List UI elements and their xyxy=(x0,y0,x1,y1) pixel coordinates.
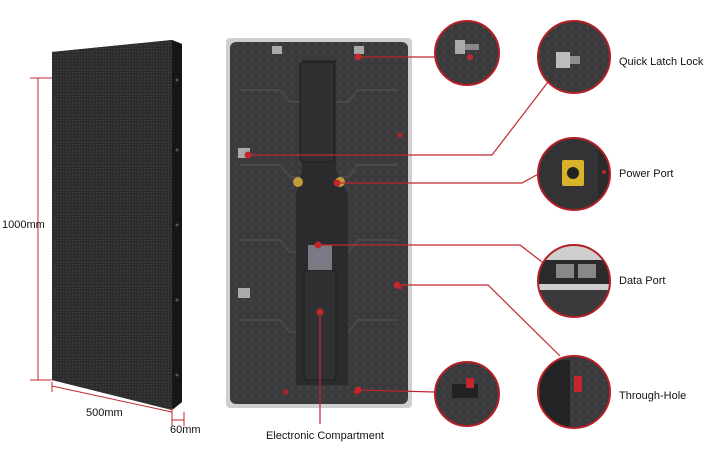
depth-dimension-label: 60mm xyxy=(170,424,201,436)
data-port-out-icon xyxy=(578,264,596,278)
detail-through-hole xyxy=(537,355,611,429)
leader-bottom-hole xyxy=(357,389,436,393)
dimension-lines xyxy=(30,77,185,426)
width-dimension-label: 500mm xyxy=(86,407,123,419)
electronic-compartment-label: Electronic Compartment xyxy=(266,430,384,442)
module-window xyxy=(308,245,332,270)
quick-latch-lock-label: Quick Latch Lock xyxy=(619,56,704,68)
through-hole-label: Through-Hole xyxy=(619,390,687,402)
latch-lock-icon xyxy=(556,52,570,68)
leader-through-hole xyxy=(397,284,561,357)
height-dimension-label: 1000mm xyxy=(2,219,45,231)
detail-power-port xyxy=(537,137,611,211)
width-dim-line xyxy=(51,385,173,413)
detail-top-latch xyxy=(434,20,500,86)
leader-power-port xyxy=(337,171,543,184)
data-port-label: Data Port xyxy=(619,275,666,287)
front-panel xyxy=(52,40,182,410)
detail-bottom-hole xyxy=(434,361,500,427)
panel-face xyxy=(52,40,172,410)
data-port-in-icon xyxy=(556,264,574,278)
detail-data-port xyxy=(537,244,611,318)
power-port-label: Power Port xyxy=(619,168,674,180)
detail-quick-latch-lock xyxy=(537,20,611,94)
handle-top xyxy=(299,61,335,163)
through-hole-icon xyxy=(574,376,582,392)
leader-quick-latch xyxy=(248,81,549,156)
power-connector-left xyxy=(293,177,303,187)
cabinet-back xyxy=(226,38,412,408)
leader-data-port xyxy=(318,244,543,263)
leader-lines xyxy=(248,56,561,424)
